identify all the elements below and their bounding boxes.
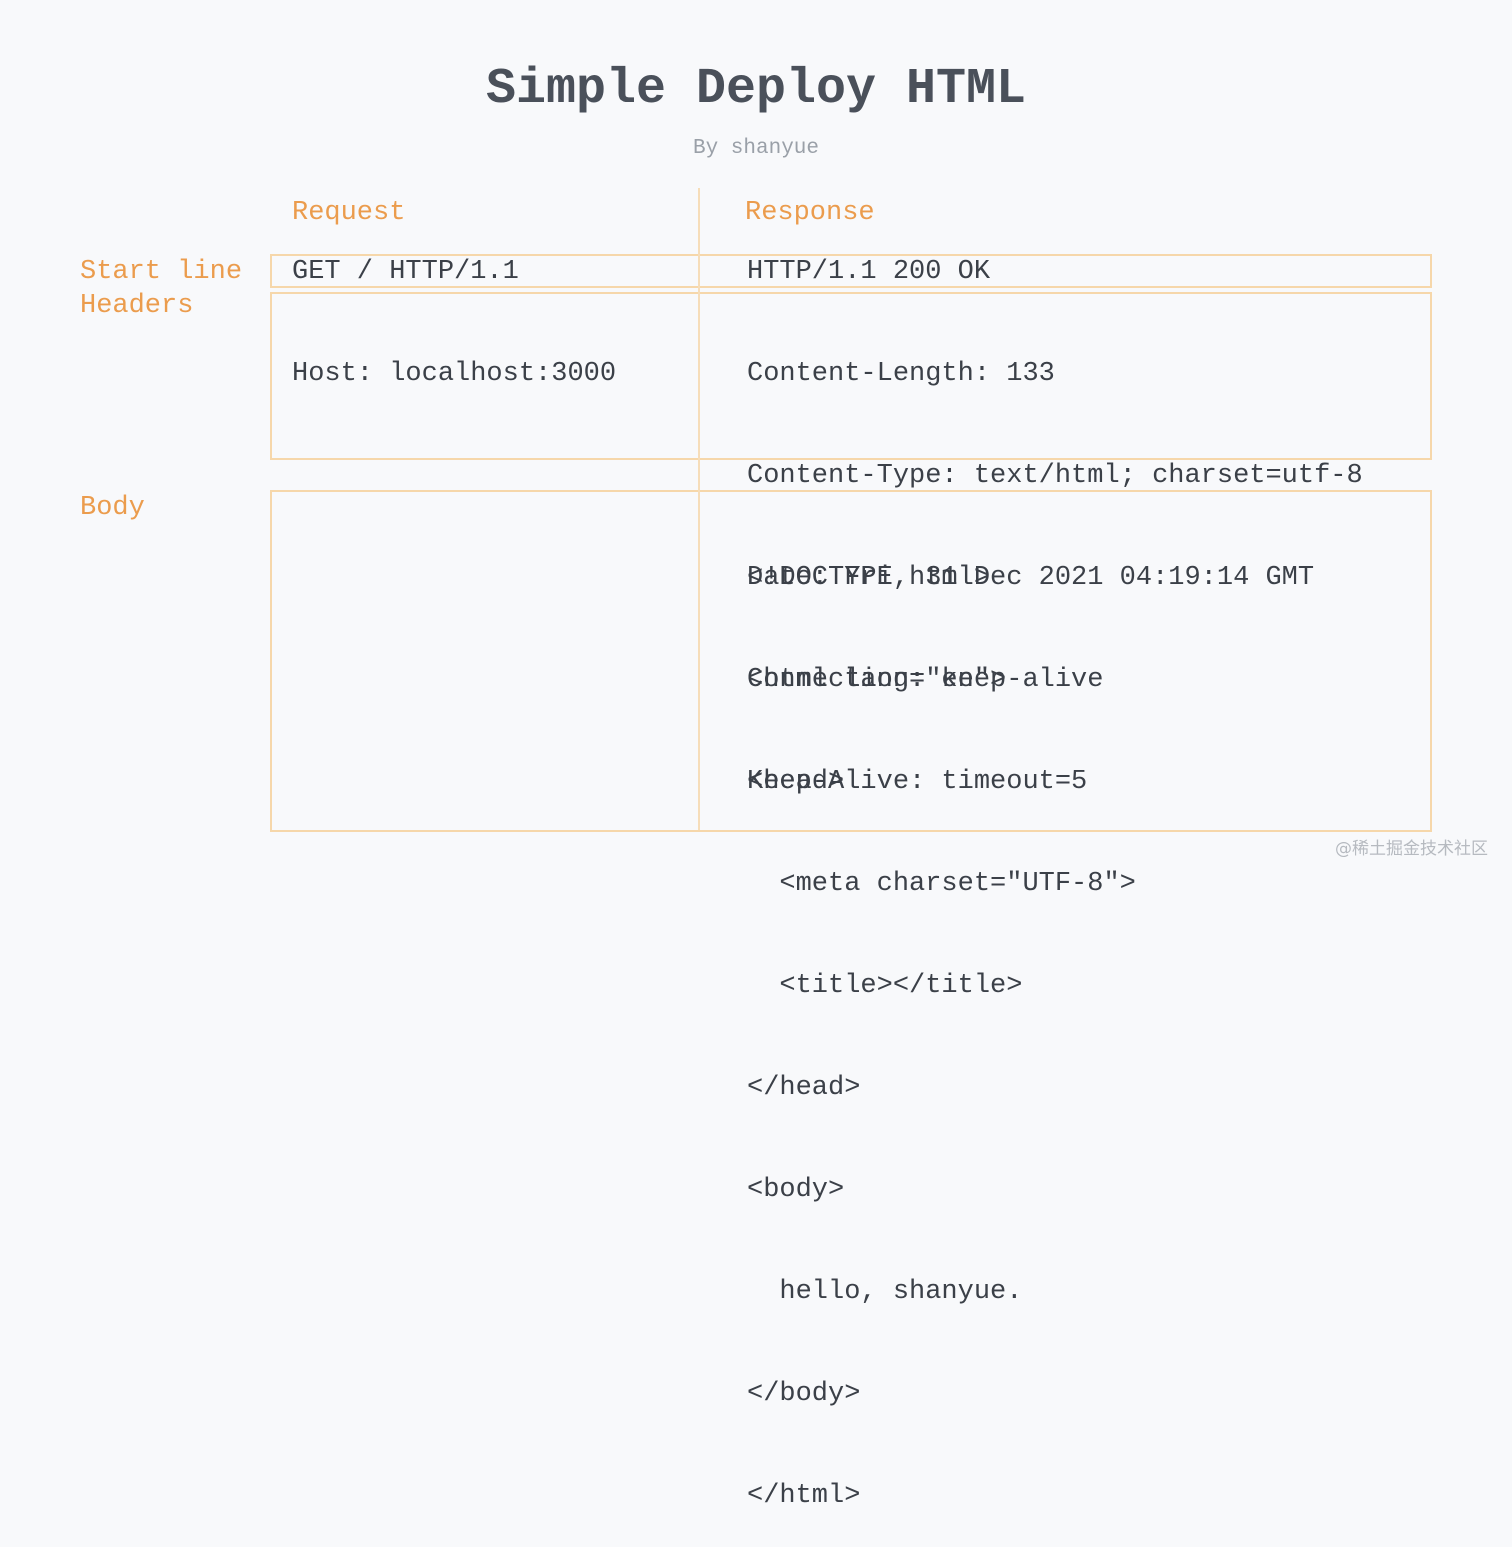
response-body-line: </html> xyxy=(747,1481,861,1511)
column-divider xyxy=(698,188,700,830)
response-header-line: Content-Type: text/html; charset=utf-8 xyxy=(747,461,1363,491)
row-label-body: Body xyxy=(80,493,145,523)
response-body-line: <meta charset="UTF-8"> xyxy=(747,869,1136,899)
body-box xyxy=(270,490,1432,832)
request-start-line: GET / HTTP/1.1 xyxy=(292,257,519,287)
column-header-response: Response xyxy=(745,198,875,228)
page-title: Simple Deploy HTML xyxy=(485,61,1027,118)
response-start-line: HTTP/1.1 200 OK xyxy=(747,257,991,287)
watermark: @稀土掘金技术社区 xyxy=(1335,839,1488,859)
response-header-line: Keep-Alive: timeout=5 xyxy=(747,767,1088,797)
row-label-headers: Headers xyxy=(80,291,194,321)
response-body-line: <html lang="en"> xyxy=(747,665,1007,695)
headers-box xyxy=(270,292,1432,460)
response-header-line: Connection: keep-alive xyxy=(747,665,1104,695)
response-body-line: </head> xyxy=(747,1073,861,1103)
response-headers: Content-Length: 133 Content-Type: text/h… xyxy=(747,289,1363,833)
request-headers: Host: localhost:3000 xyxy=(292,289,616,425)
response-body-line: <head> xyxy=(747,767,845,797)
response-body-line: </body> xyxy=(747,1379,861,1409)
response-header-line: Date: Fri, 31 Dec 2021 04:19:14 GMT xyxy=(747,563,1315,593)
response-body-line: <title></title> xyxy=(747,971,1023,1001)
start-line-box xyxy=(270,254,1432,288)
response-body-line: hello, shanyue. xyxy=(747,1277,1023,1307)
response-body-line: <!DOCTYPE html> xyxy=(747,563,991,593)
page-subtitle: By shanyue xyxy=(692,137,820,160)
response-body-line: <body> xyxy=(747,1175,845,1205)
row-label-start-line: Start line xyxy=(80,257,243,287)
response-header-line: Content-Length: 133 xyxy=(747,359,1055,389)
column-header-request: Request xyxy=(292,198,406,228)
response-body: <!DOCTYPE html> <html lang="en"> <head> … xyxy=(747,493,1136,1547)
request-header-line: Host: localhost:3000 xyxy=(292,359,617,389)
